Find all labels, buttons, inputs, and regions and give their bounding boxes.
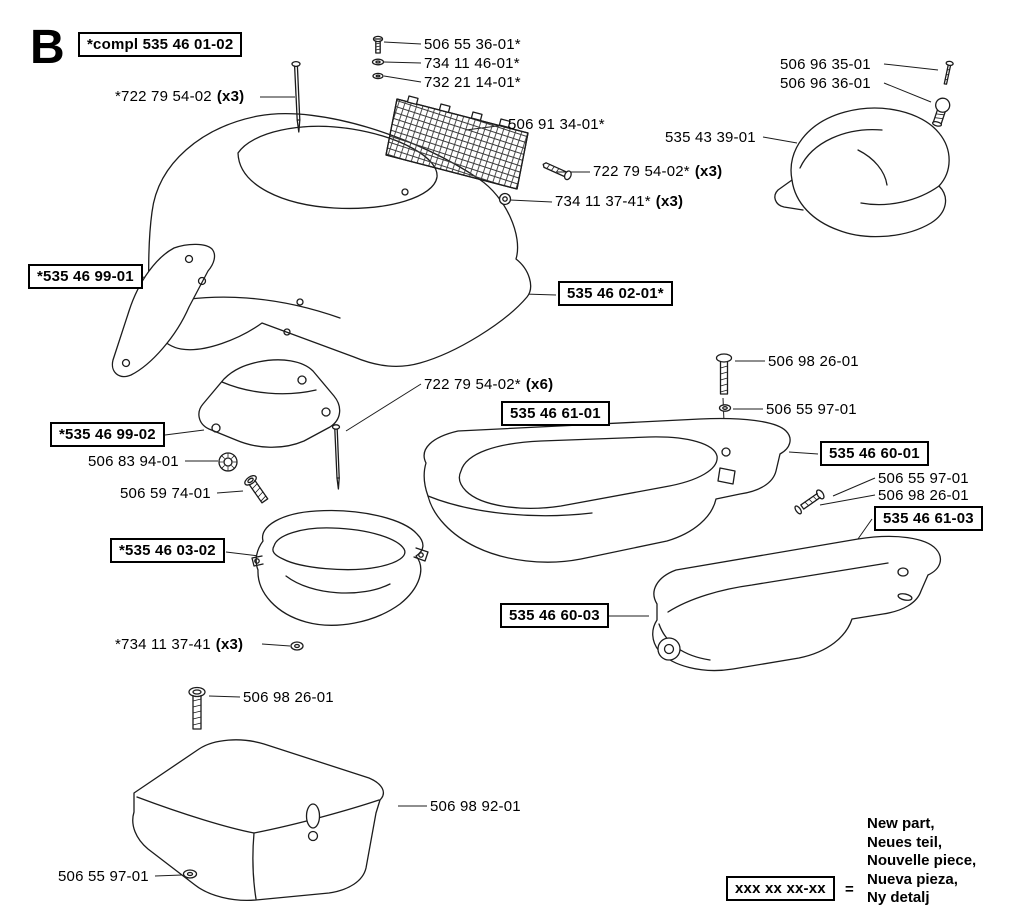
part-label-734-11-46-01: 734 11 46-01* bbox=[424, 55, 520, 72]
screw-tray-drawing bbox=[715, 353, 733, 412]
bolt-drawing bbox=[244, 474, 269, 504]
part-number: 722 79 54-02* bbox=[424, 376, 521, 393]
bracket-lower-drawing bbox=[198, 359, 341, 448]
screw-small-right-drawing bbox=[794, 489, 825, 515]
part-label-535-46-60-01: 535 46 60-01 bbox=[820, 441, 929, 467]
part-label-506-55-97-01-c: 506 55 97-01 bbox=[58, 868, 149, 885]
part-qty: (x3) bbox=[215, 636, 244, 653]
bottom-cover-drawing bbox=[132, 739, 384, 902]
part-qty: (x3) bbox=[694, 163, 723, 180]
legend-line: Neues teil, bbox=[867, 833, 943, 851]
part-number: *722 79 54-02 bbox=[115, 88, 212, 105]
part-label-535-46-61-03: 535 46 61-03 bbox=[874, 506, 983, 532]
screw-knob-right-drawing bbox=[931, 60, 954, 127]
part-label-506-59-74-01: 506 59 74-01 bbox=[120, 485, 211, 502]
part-label-506-55-97-01-b: 506 55 97-01 bbox=[878, 470, 969, 487]
screw-bottom-drawing bbox=[188, 686, 206, 730]
screw-mid-drawing bbox=[542, 162, 572, 181]
part-label-506-83-94-01: 506 83 94-01 bbox=[88, 453, 179, 470]
parts-group bbox=[111, 35, 954, 902]
part-number: 722 79 54-02* bbox=[593, 163, 690, 180]
part-number: 734 11 37-41* bbox=[555, 193, 651, 210]
grille-drawing bbox=[385, 95, 529, 190]
bowl-drawing bbox=[251, 509, 429, 626]
bracket-upper-drawing bbox=[111, 243, 216, 378]
part-label-734-11-37-41-bottom: *734 11 37-41(x3) bbox=[115, 636, 243, 653]
part-label-722-79-54-02-x6: 722 79 54-02*(x6) bbox=[424, 376, 553, 393]
part-label-506-98-26-01-b: 506 98 26-01 bbox=[878, 487, 969, 504]
part-label-506-55-97-01-a: 506 55 97-01 bbox=[766, 401, 857, 418]
legend-box-placeholder: xxx xx xx-xx bbox=[726, 876, 835, 902]
part-label-722-79-54-02-mid: 722 79 54-02*(x3) bbox=[593, 163, 722, 180]
part-qty: (x3) bbox=[655, 193, 684, 210]
part-label-compl-535-46-01-02: *compl 535 46 01-02 bbox=[78, 32, 243, 58]
legend-line: New part, bbox=[867, 815, 935, 832]
part-label-535-46-61-01: 535 46 61-01 bbox=[501, 401, 610, 427]
legend-new-part: New part, Neues teil, Nouvelle piece, Nu… bbox=[867, 815, 976, 908]
part-label-535-46-03-02: *535 46 03-02 bbox=[110, 538, 225, 564]
part-label-535-46-60-03: 535 46 60-03 bbox=[500, 603, 609, 629]
legend-equals-sign: = bbox=[845, 881, 854, 898]
part-label-506-98-26-01-c: 506 98 26-01 bbox=[243, 689, 334, 706]
part-qty: (x3) bbox=[216, 88, 245, 105]
screw-needle-x6-drawing bbox=[331, 424, 341, 490]
part-label-506-96-35-01: 506 96 35-01 bbox=[780, 56, 871, 73]
washer-bowl-drawing bbox=[290, 641, 304, 651]
legend-line: Nueva pieza, bbox=[867, 870, 958, 888]
tray-lower-drawing bbox=[652, 535, 942, 672]
part-label-506-98-92-01: 506 98 92-01 bbox=[430, 798, 521, 815]
washer-mid-drawing bbox=[498, 192, 512, 206]
tray-upper-drawing bbox=[423, 417, 791, 563]
screw-needle-top-drawing bbox=[291, 60, 301, 133]
part-label-535-46-99-02: *535 46 99-02 bbox=[50, 422, 165, 448]
screw-washer-stack-drawing bbox=[371, 35, 385, 80]
legend-line: Nouvelle piece, bbox=[867, 852, 977, 869]
part-label-732-21-14-01: 732 21 14-01* bbox=[424, 74, 521, 91]
part-label-535-46-02-01: 535 46 02-01* bbox=[558, 281, 673, 307]
part-label-734-11-37-41-mid: 734 11 37-41*(x3) bbox=[555, 193, 683, 210]
part-qty: (x6) bbox=[525, 376, 554, 393]
part-label-506-98-26-01-a: 506 98 26-01 bbox=[768, 353, 859, 370]
section-letter: B bbox=[30, 21, 65, 74]
part-label-506-96-36-01: 506 96 36-01 bbox=[780, 75, 871, 92]
right-cover-drawing bbox=[774, 107, 950, 238]
washer-serrated-drawing bbox=[218, 452, 238, 472]
legend-line: Ny detalj bbox=[867, 889, 930, 906]
part-label-506-91-34-01: 506 91 34-01* bbox=[508, 116, 605, 133]
part-label-506-55-36-01: 506 55 36-01* bbox=[424, 36, 521, 53]
part-label-535-46-99-01: *535 46 99-01 bbox=[28, 264, 143, 290]
washer-bottom-drawing bbox=[182, 869, 198, 879]
part-label-535-43-39-01: 535 43 39-01 bbox=[665, 129, 756, 146]
part-label-722-79-54-02-top: *722 79 54-02(x3) bbox=[115, 88, 244, 105]
part-number: *734 11 37-41 bbox=[115, 636, 211, 653]
